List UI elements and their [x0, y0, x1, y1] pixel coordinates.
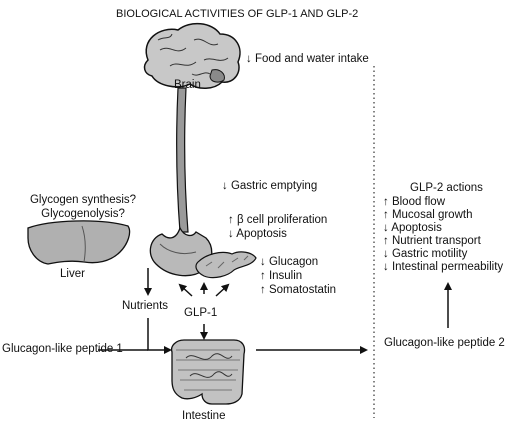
brain-icon [143, 22, 241, 89]
gastric-effect-label: ↓ Gastric emptying [222, 180, 318, 192]
glp2-action-item: ↑ Blood flow [383, 196, 446, 208]
glp2-action-item: ↓ Apoptosis [383, 222, 442, 234]
somatostatin-effect: ↑ Somatostatin [260, 284, 337, 296]
glp2-action-item: ↑ Nutrient transport [383, 235, 481, 247]
intestine-icon [170, 339, 246, 405]
brain-label: Brain [174, 79, 201, 91]
apoptosis-effect: ↓ Apoptosis [228, 228, 287, 240]
glp1-full-label: Glucagon-like peptide 1 [2, 343, 123, 355]
liver-question-line2: Glycogenolysis? [41, 208, 125, 220]
liver-question-line1: Glycogen synthesis? [29, 194, 137, 206]
insulin-effect: ↑ Insulin [260, 270, 303, 282]
page-title: BIOLOGICAL ACTIVITIES OF GLP-1 AND GLP-2 [116, 8, 359, 20]
glp2-action-item: ↓ Gastric motility [383, 248, 468, 260]
esophagus-icon [176, 87, 189, 233]
glp2-actions-heading: GLP-2 actions [410, 182, 483, 194]
brain-effect-label: ↓ Food and water intake [246, 53, 369, 65]
glp1-label: GLP-1 [184, 307, 218, 319]
intestine-label: Intestine [182, 410, 226, 422]
glp2-full-label: Glucagon-like peptide 2 [384, 337, 505, 349]
glp2-action-item: ↑ Mucosal growth [383, 209, 473, 221]
glp2-action-item: ↓ Intestinal permeability [383, 261, 504, 273]
pancreas-icon [195, 251, 257, 279]
liver-label: Liver [60, 268, 85, 280]
beta-cell-effect: ↑ β cell proliferation [228, 214, 328, 226]
nutrients-label: Nutrients [122, 300, 169, 312]
glucagon-effect: ↓ Glucagon [260, 256, 319, 268]
liver-icon [27, 220, 131, 265]
